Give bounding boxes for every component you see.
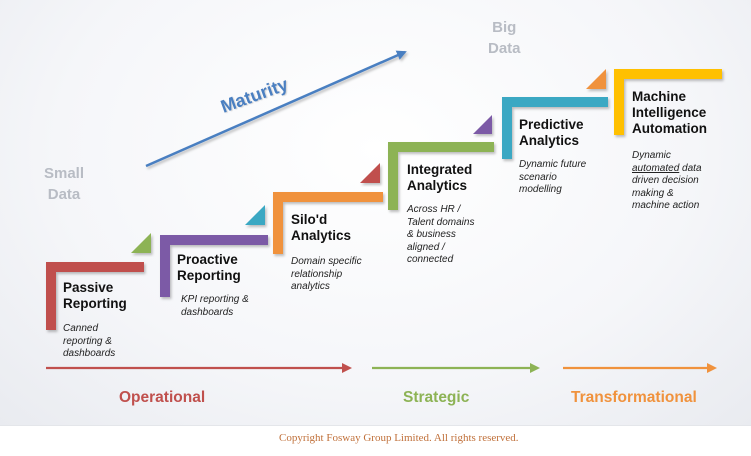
big-data-label-line1: Big xyxy=(492,19,517,36)
step-title-silod-line1: Silo'd xyxy=(291,212,328,227)
phase-label-operational: Operational xyxy=(119,389,206,406)
step-desc-machine-automated: automated xyxy=(632,162,680,174)
step-desc-proactive: KPI reporting & dashboards xyxy=(181,294,249,319)
step-desc-integrated-line2: Talent domains xyxy=(407,216,475,228)
step-title-integrated-line1: Integrated xyxy=(407,162,473,177)
step-title-integrated: Integrated Analytics xyxy=(407,162,472,194)
step-title-machine: Machine Intelligence Automation xyxy=(632,89,707,137)
step-desc-silod-line1: Domain specific xyxy=(291,256,362,267)
step-title-silod-line2: Analytics xyxy=(291,228,352,243)
step-shape-proactive xyxy=(160,235,268,297)
copyright-notice: Copyright Fosway Group Limited. All righ… xyxy=(279,432,519,444)
step-desc-machine-line2: automated data xyxy=(632,163,702,176)
phase-label-transformational: Transformational xyxy=(571,389,697,406)
step-title-passive-line1: Passive xyxy=(63,280,114,295)
step-desc-machine-line1: Dynamic xyxy=(632,150,671,161)
step-title-integrated-line2: Analytics xyxy=(407,178,468,193)
step-desc-passive-line3: dashboards xyxy=(63,348,116,359)
step-desc-predictive: Dynamic future scenario modelling xyxy=(519,159,586,197)
step-title-passive-line2: Reporting xyxy=(63,296,127,311)
step-title-silod: Silo'd Analytics xyxy=(291,212,351,244)
step-title-passive: Passive Reporting xyxy=(63,280,127,312)
step-title-predictive-line2: Analytics xyxy=(519,133,580,148)
phase-arrow-strategic xyxy=(372,363,540,373)
step-corner-proactive xyxy=(131,233,151,253)
step-corner-machine xyxy=(586,69,606,89)
step-corner-silod xyxy=(245,205,265,225)
step-desc-predictive-line1: Dynamic future xyxy=(519,159,587,170)
step-desc-silod-line2: relationship xyxy=(291,268,343,280)
step-title-predictive-line1: Predictive xyxy=(519,117,584,132)
step-desc-integrated: Across HR / Talent domains & business al… xyxy=(407,204,474,267)
step-title-proactive-line2: Reporting xyxy=(177,268,241,283)
step-desc-integrated-line4: aligned / xyxy=(407,241,445,253)
step-desc-predictive-line3: modelling xyxy=(519,184,562,195)
step-desc-machine-line4: making & xyxy=(632,187,674,199)
step-desc-machine-line5: machine action xyxy=(632,200,700,211)
step-desc-silod: Domain specific relationship analytics xyxy=(291,256,362,294)
step-shape-silod xyxy=(273,192,383,254)
step-desc-integrated-line3: & business xyxy=(407,229,456,240)
step-desc-silod-line3: analytics xyxy=(291,281,330,292)
step-desc-proactive-line1: KPI reporting & xyxy=(181,294,249,305)
step-corner-integrated xyxy=(360,163,380,183)
big-data-label-line2: Data xyxy=(488,40,521,57)
small-data-label-line1: Small xyxy=(44,165,85,182)
step-title-proactive-line1: Proactive xyxy=(177,252,238,267)
step-desc-predictive-line2: scenario xyxy=(519,171,557,183)
step-desc-machine-data: data xyxy=(679,162,702,174)
step-shape-passive xyxy=(46,262,144,330)
step-desc-proactive-line2: dashboards xyxy=(181,306,234,318)
small-data-label-line2: Data xyxy=(47,186,81,203)
step-shape-predictive xyxy=(502,97,608,159)
step-shape-machine xyxy=(614,69,722,135)
big-data-label: Big Data xyxy=(488,17,521,59)
step-corner-predictive xyxy=(473,115,492,134)
step-desc-machine-line3: driven decision xyxy=(632,175,699,186)
step-desc-integrated-line1: Across HR / xyxy=(407,204,461,215)
step-desc-passive-line2: reporting & xyxy=(63,335,112,347)
step-title-predictive: Predictive Analytics xyxy=(519,117,584,149)
maturity-arrow xyxy=(145,50,407,168)
step-title-machine-line3: Automation xyxy=(632,121,707,136)
phase-label-strategic: Strategic xyxy=(403,389,470,406)
step-desc-passive: Canned reporting & dashboards xyxy=(63,323,115,361)
phase-arrow-transformational xyxy=(563,363,717,373)
small-data-label: Small Data xyxy=(44,163,84,205)
step-title-proactive: Proactive Reporting xyxy=(177,252,241,284)
step-shape-integrated xyxy=(388,142,494,210)
step-title-machine-line2: Intelligence xyxy=(632,105,707,120)
phase-arrow-operational xyxy=(46,363,352,373)
step-desc-passive-line1: Canned xyxy=(63,323,99,334)
step-title-machine-line1: Machine xyxy=(632,89,687,104)
step-desc-integrated-line5: connected xyxy=(407,254,454,265)
step-desc-machine: Dynamic automated data driven decision m… xyxy=(632,150,702,213)
